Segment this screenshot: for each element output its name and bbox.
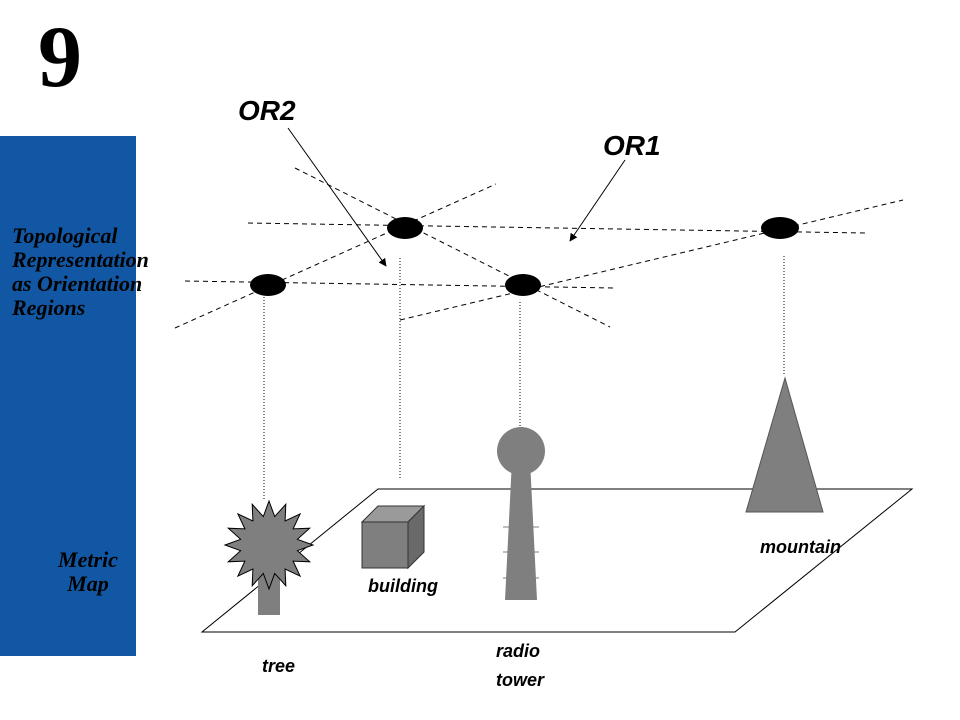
radio-tower-icon	[497, 427, 545, 600]
topological-representation-label: Topological Representation as Orientatio…	[12, 224, 212, 320]
building-icon	[360, 504, 426, 570]
orientation-lines	[174, 167, 904, 329]
node-building	[387, 217, 423, 239]
radio-tower-label: tower	[496, 670, 545, 690]
topo-label-line: as Orientation	[12, 271, 143, 296]
or2-label: OR2	[238, 95, 296, 126]
or1-arrow	[569, 159, 626, 242]
topo-label-line: Representation	[12, 247, 149, 272]
tree-label: tree	[262, 656, 295, 676]
metric-map-label: Metric Map	[38, 548, 138, 596]
metric-label-line: Map	[67, 571, 109, 596]
radio-tower-label: radio	[496, 641, 540, 661]
node-mountain	[761, 217, 799, 239]
mountain-icon	[745, 376, 824, 513]
topo-label-line: Regions	[12, 295, 86, 320]
node-radio-tower	[505, 274, 541, 296]
topo-label-line: Topological	[12, 223, 118, 248]
tree-icon	[223, 499, 315, 615]
side-band	[0, 136, 136, 656]
slide-number: 9	[38, 9, 82, 106]
metric-label-line: Metric	[58, 547, 118, 572]
node-tree	[250, 274, 286, 296]
mountain-label: mountain	[760, 537, 841, 557]
projection-lines	[263, 256, 785, 500]
or2-arrow	[287, 127, 387, 267]
building-label: building	[368, 576, 438, 596]
or1-label: OR1	[603, 130, 661, 161]
